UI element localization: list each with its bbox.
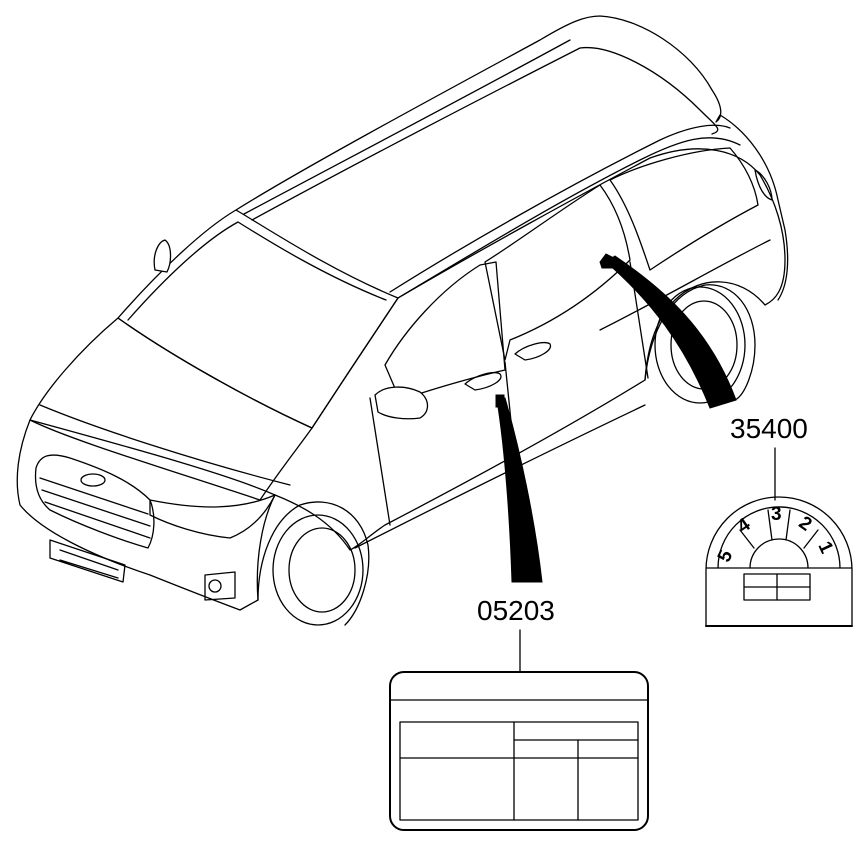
roof-rear-edge [397, 137, 741, 299]
dial-number-3: 3 [771, 504, 782, 525]
front-door-handle [464, 371, 502, 391]
rear-lamp [754, 169, 773, 201]
dial-number-4: 4 [734, 514, 755, 538]
dial-segment-1 [739, 529, 755, 549]
dial-segment-3 [785, 509, 791, 541]
lower-grille [49, 539, 126, 583]
pointer-05203 [496, 397, 543, 583]
side-mirror [374, 386, 429, 420]
callout-35400-label: 35400 [730, 413, 808, 444]
sliding-door-track [599, 239, 771, 331]
hood-crease [39, 404, 291, 486]
label-location-05203 [495, 394, 543, 583]
sliding-door-handle [514, 341, 552, 361]
rear-tire [654, 286, 746, 404]
front-wheel-arch [257, 501, 370, 626]
dial-ring [717, 506, 841, 569]
front-rim [288, 527, 356, 613]
dial-segment-2 [767, 509, 773, 541]
rear-wheel-arch [644, 284, 756, 401]
windshield-inner [127, 221, 387, 321]
front-fascia [16, 419, 276, 611]
headlight [149, 494, 276, 539]
roof-rail-inner [251, 46, 719, 221]
roof-rail-left [243, 39, 571, 215]
side-body [274, 148, 786, 551]
roof-outline [235, 15, 789, 301]
fog-light-lamp [208, 579, 222, 593]
front-door-window [384, 261, 506, 401]
placard-table [399, 721, 639, 821]
far-side-mirror [153, 239, 172, 273]
dial-segment-4 [803, 529, 819, 549]
hood [29, 317, 313, 501]
dial-inner-arc [749, 538, 809, 569]
rocker-panel [354, 404, 646, 549]
callout-05203-label: 05203 [477, 595, 555, 626]
roof-edge-right [389, 124, 731, 293]
rear-quarter-window [609, 147, 759, 271]
marker-35400 [599, 253, 615, 269]
fog-light [204, 571, 236, 601]
sliding-door-window [484, 184, 631, 361]
door-seam-front [369, 397, 391, 526]
kia-emblem [80, 473, 106, 487]
front-tire [272, 514, 364, 626]
minivan-illustration [16, 15, 789, 626]
pointer-35400 [605, 255, 737, 409]
dial-outer [705, 496, 853, 627]
grille-bars [39, 477, 151, 539]
dial-number-1: 1 [813, 538, 837, 557]
marker-05203 [495, 394, 505, 408]
placard-outline [389, 671, 649, 831]
dial-number-2: 2 [795, 512, 816, 535]
grille-outline [34, 454, 155, 549]
callout-05203: 05203 [389, 595, 649, 831]
dial-number-5: 5 [714, 547, 738, 566]
callout-35400: 35400 5 4 3 2 1 [705, 413, 853, 627]
label-location-35400 [599, 253, 737, 409]
